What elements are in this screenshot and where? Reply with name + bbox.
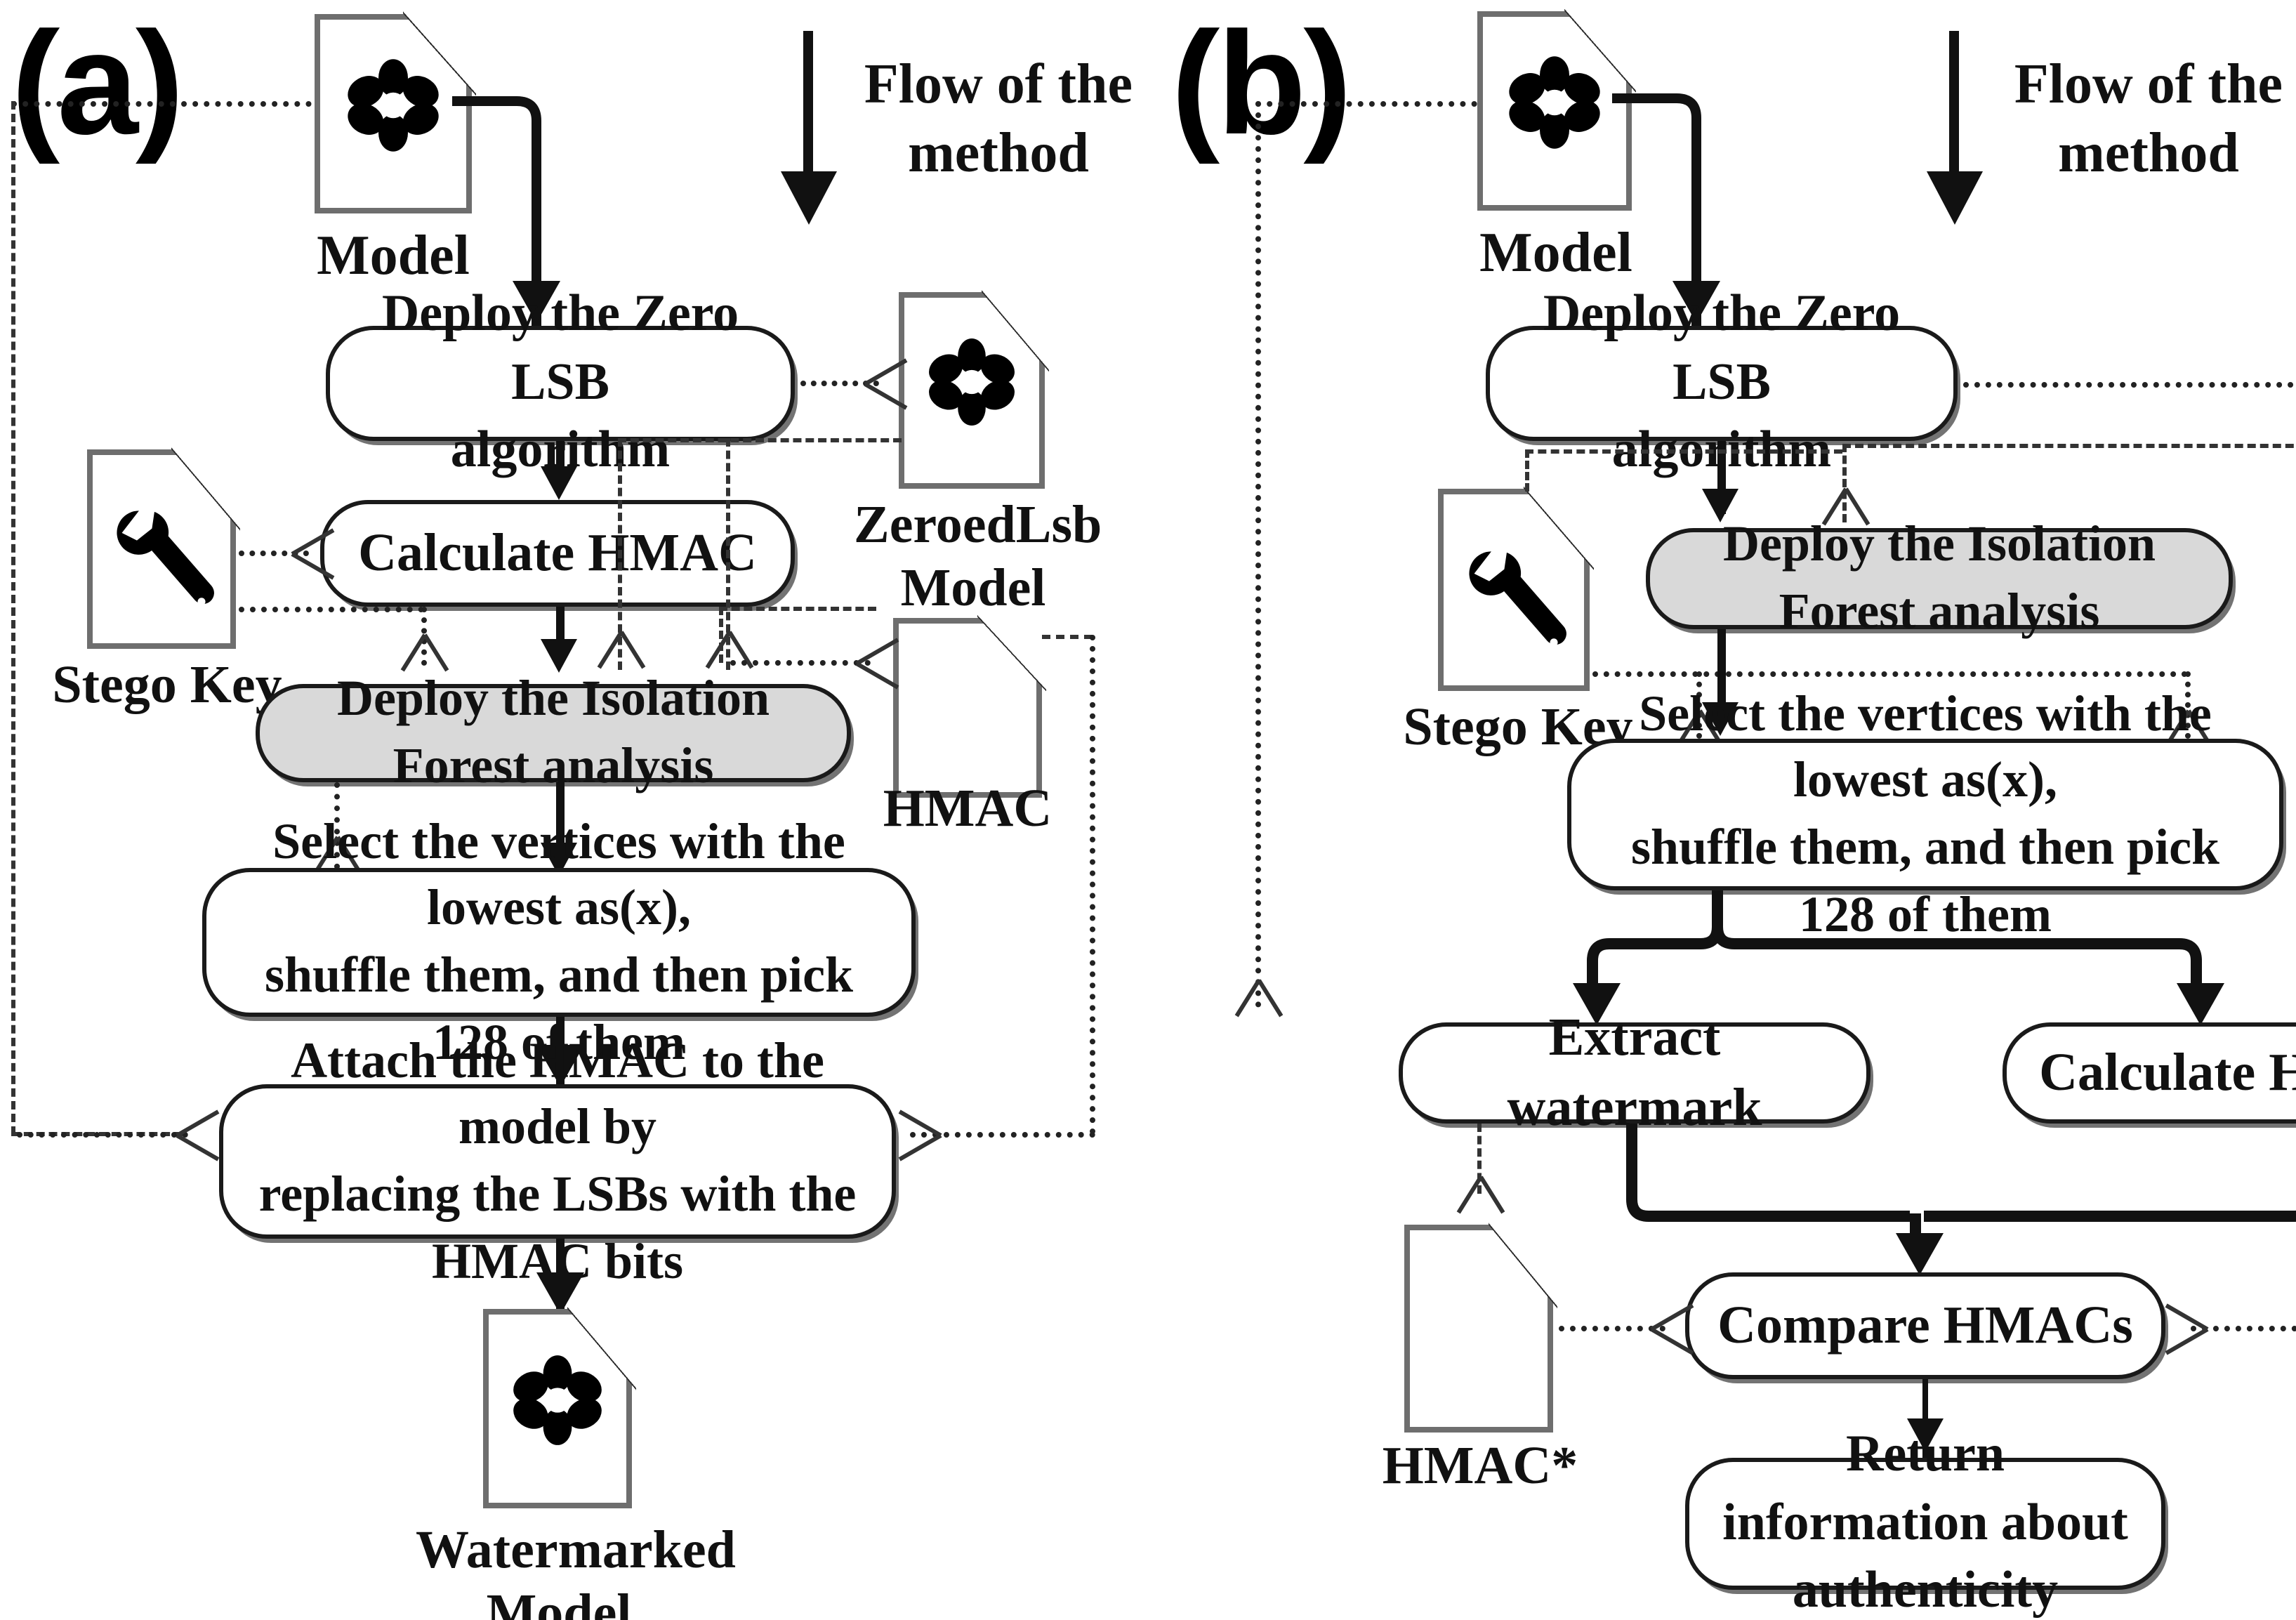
flower-icon bbox=[929, 338, 1015, 426]
connector-zerolsb-to-zeroedmodel-a bbox=[800, 381, 879, 386]
step-deploy-zero-lsb-a[interactable]: Deploy the Zero LSB algorithm bbox=[326, 285, 795, 480]
step-select-vertices-a-text: Select the vertices with the lowest as(x… bbox=[264, 812, 854, 1070]
file-zeroedlsb-model-a-label: ZeroedLsb Model bbox=[854, 496, 1102, 618]
step-deploy-isolation-forest-a[interactable]: Deploy the Isolation Forest analysis bbox=[256, 671, 851, 793]
step-extract-watermark-b[interactable]: Extract watermark bbox=[1399, 1008, 1871, 1138]
rail-stegokey-up-b bbox=[1525, 449, 1529, 492]
file-hmac-a-label: HMAC bbox=[883, 779, 1053, 838]
file-zeroedlsb-model-a bbox=[899, 289, 1049, 489]
arrowhead-to-calchmac-b bbox=[2177, 983, 2224, 1025]
rail-model-feedback-left-a bbox=[11, 101, 15, 1135]
arrowhead-to-attach-a bbox=[536, 1045, 584, 1087]
down-arrow-icon-b bbox=[1927, 171, 1983, 225]
step-deploy-isolation-forest-b-text: Deploy the Isolation Forest analysis bbox=[1722, 515, 2156, 639]
step-select-vertices-b[interactable]: Select the vertices with the lowest as(x… bbox=[1567, 685, 2283, 942]
rail-stegokey-right-a bbox=[239, 607, 424, 612]
rail-model-feedback-left-b bbox=[1255, 101, 1261, 1008]
file-hmac-star-b-label: HMAC* bbox=[1382, 1437, 1578, 1496]
connector-model-to-zerolsb-a bbox=[452, 96, 541, 351]
file-model-b bbox=[1477, 8, 1636, 211]
step-deploy-isolation-forest-b[interactable]: Deploy the Isolation Forest analysis bbox=[1646, 516, 2233, 639]
step-return-authenticity-b[interactable]: Return information about authenticity bbox=[1685, 1425, 2165, 1620]
connector-select-split-b bbox=[1587, 890, 2202, 1006]
arrowhead-to-select-b bbox=[1702, 702, 1739, 736]
arrowhead-to-isoforest-a bbox=[541, 639, 577, 673]
flow-legend-a: Flow of the method bbox=[864, 52, 1133, 184]
arrowhead-to-return-b bbox=[1907, 1418, 1944, 1452]
file-stego-key-a-label: Stego Key bbox=[52, 656, 282, 715]
rail-hmac-down-a bbox=[1090, 635, 1095, 1135]
rail-stegokey-right-b bbox=[1592, 671, 2188, 677]
connector-calchmac-to-hmacfile-a1 bbox=[719, 607, 876, 611]
file-model-a bbox=[315, 11, 476, 213]
rail-hmac-right-a bbox=[1042, 635, 1093, 639]
connector-stegokey-to-calchmac-a bbox=[239, 551, 309, 556]
flower-icon bbox=[348, 59, 439, 152]
panel-a-label: (a) bbox=[11, 3, 184, 166]
file-model-a-label: Model bbox=[317, 223, 470, 287]
arrowhead-to-zerolsb-a bbox=[513, 281, 560, 323]
step-calculate-hmac-a-text: Calculate HMAC bbox=[358, 523, 757, 583]
step-return-authenticity-b-text: Return information about authenticity bbox=[1722, 1425, 2128, 1620]
panel-b-label: (b) bbox=[1171, 3, 1352, 166]
arrowhead-to-zerolsb-b bbox=[1672, 281, 1720, 323]
rail-zeroedmodel-down-a bbox=[618, 438, 622, 670]
connector-extract-to-hmacstar-b bbox=[1477, 1124, 1482, 1194]
wrench-icon bbox=[1469, 551, 1566, 647]
connector-hmac-to-compare-b bbox=[2191, 1326, 2296, 1331]
step-select-vertices-a[interactable]: Select the vertices with the lowest as(x… bbox=[202, 813, 916, 1069]
rail-model-feedback-top-a bbox=[11, 101, 312, 107]
arrowhead-to-isoforest-b bbox=[1702, 489, 1739, 522]
arrowhead-to-extract-b bbox=[1573, 983, 1621, 1025]
arrowhead-to-compare-b bbox=[1896, 1233, 1944, 1275]
rail-isoforest-out-a bbox=[334, 782, 340, 869]
file-hmac-star-b bbox=[1404, 1222, 1557, 1433]
panel-a: (a) Flow of the method Model bbox=[0, 0, 1152, 1620]
file-hmac-a bbox=[893, 615, 1046, 798]
arrowhead-to-calchmac-a bbox=[541, 466, 577, 500]
step-deploy-zero-lsb-b[interactable]: Deploy the Zero LSB algorithm bbox=[1486, 285, 1958, 480]
connector-hmacstar-to-compare-b bbox=[1559, 1326, 1665, 1331]
step-calculate-hmac-b-text: Calculate HMAC bbox=[2039, 1043, 2296, 1102]
rail-model-feedback-top-b bbox=[1255, 101, 1477, 107]
step-compare-hmacs-b-text: Compare HMACs bbox=[1717, 1296, 2133, 1355]
flower-icon bbox=[513, 1355, 602, 1446]
down-arrow-icon-a bbox=[781, 171, 837, 225]
file-watermarked-model-a bbox=[483, 1306, 636, 1508]
panel-b: (b) Flow of the method Model bbox=[1152, 0, 2296, 1620]
flow-legend-b: Flow of the method bbox=[2014, 52, 2283, 184]
step-compare-hmacs-b[interactable]: Compare HMACs bbox=[1685, 1272, 2165, 1379]
step-calculate-hmac-b[interactable]: Calculate HMAC bbox=[2003, 1022, 2296, 1124]
file-stego-key-b bbox=[1438, 486, 1594, 691]
connector-calchmac-to-hmacfile-a bbox=[730, 660, 871, 666]
connector-model-to-zerolsb-b bbox=[1612, 93, 1701, 348]
step-calculate-hmac-a[interactable]: Calculate HMAC bbox=[320, 500, 795, 607]
step-attach-hmac-a-text: Attach the HMAC to the model by replacin… bbox=[258, 1032, 857, 1289]
rail-model-feedback-bottom-a bbox=[17, 1132, 188, 1138]
connector-zerolsb-to-zeroedmodel-b bbox=[1963, 382, 2296, 388]
step-attach-hmac-a[interactable]: Attach the HMAC to the model by replacin… bbox=[219, 1032, 896, 1289]
file-stego-key-a bbox=[87, 447, 240, 649]
file-model-b-label: Model bbox=[1479, 220, 1632, 284]
rail-hmac-into-attach-a bbox=[910, 1132, 1095, 1138]
flower-icon bbox=[1509, 56, 1600, 150]
step-deploy-isolation-forest-a-text: Deploy the Isolation Forest analysis bbox=[336, 670, 770, 793]
flow-arrow-stem-a bbox=[803, 31, 813, 183]
wrench-icon bbox=[117, 511, 214, 606]
step-select-vertices-b-text: Select the vertices with the lowest as(x… bbox=[1630, 685, 2220, 942]
file-watermarked-model-a-label: Watermarked Model bbox=[416, 1521, 736, 1620]
rail-zeroedmodel-left-a bbox=[618, 438, 902, 442]
flow-arrow-stem-b bbox=[1949, 31, 1959, 183]
rail-zeroedmodel-left-b bbox=[1842, 444, 2296, 448]
rail-zeroedmodel-down2-a bbox=[726, 438, 730, 670]
